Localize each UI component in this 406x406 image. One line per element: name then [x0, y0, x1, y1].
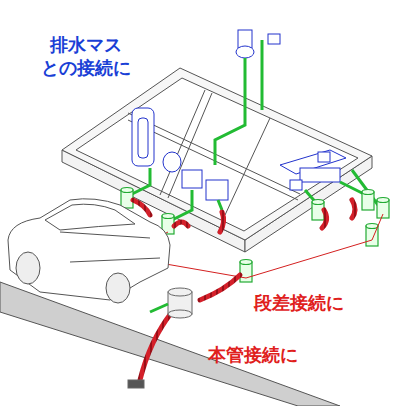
drain-pipes — [128, 40, 378, 222]
main-basin — [128, 288, 192, 388]
callout-label: 段差接続に — [244, 292, 354, 315]
fixtures — [132, 30, 346, 200]
car — [8, 199, 170, 303]
callout-label: 排水マス との接続に — [30, 34, 142, 79]
flexible-joints — [133, 200, 355, 380]
callout-label: 本管接続に — [198, 344, 308, 367]
